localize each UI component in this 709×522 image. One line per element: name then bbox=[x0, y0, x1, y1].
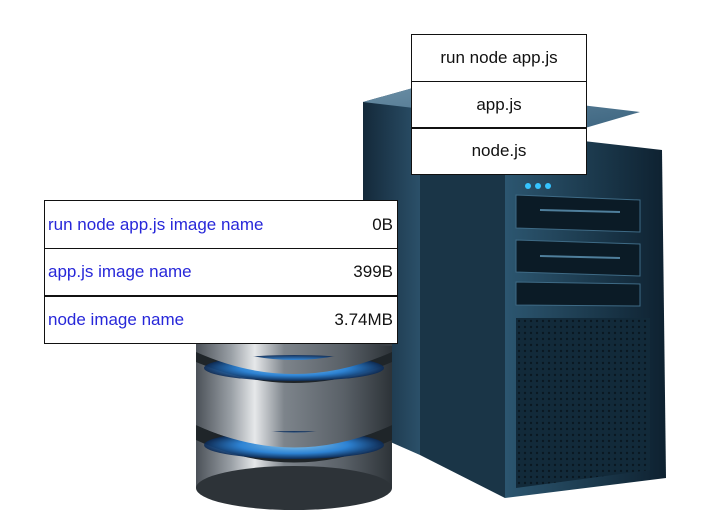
image-layer-name: run node app.js image name bbox=[48, 214, 264, 234]
image-layer-size: 0B bbox=[372, 214, 393, 234]
database-cylinder-icon bbox=[196, 265, 396, 510]
container-layer: app.js bbox=[411, 80, 587, 129]
image-layer-name: app.js image name bbox=[48, 262, 192, 281]
container-layer-label: run node app.js bbox=[440, 48, 558, 67]
image-layer: run node app.js image name 0B bbox=[44, 200, 398, 249]
container-layer: node.js bbox=[411, 127, 587, 175]
container-layer: run node app.js bbox=[411, 34, 587, 82]
image-layer: app.js image name 399B bbox=[44, 247, 398, 297]
container-layer-label: node.js bbox=[471, 141, 527, 160]
image-layer-size: 399B bbox=[353, 262, 393, 281]
image-layer-stack: run node app.js image name 0B app.js ima… bbox=[44, 200, 398, 344]
image-layer-size: 3.74MB bbox=[334, 309, 393, 329]
server-tower-icon bbox=[363, 86, 666, 498]
image-layer-name: node image name bbox=[48, 309, 185, 329]
image-layer: node image name 3.74MB bbox=[44, 295, 398, 344]
container-layer-stack: run node app.js app.js node.js bbox=[411, 34, 587, 175]
container-layer-label: app.js bbox=[476, 94, 522, 114]
